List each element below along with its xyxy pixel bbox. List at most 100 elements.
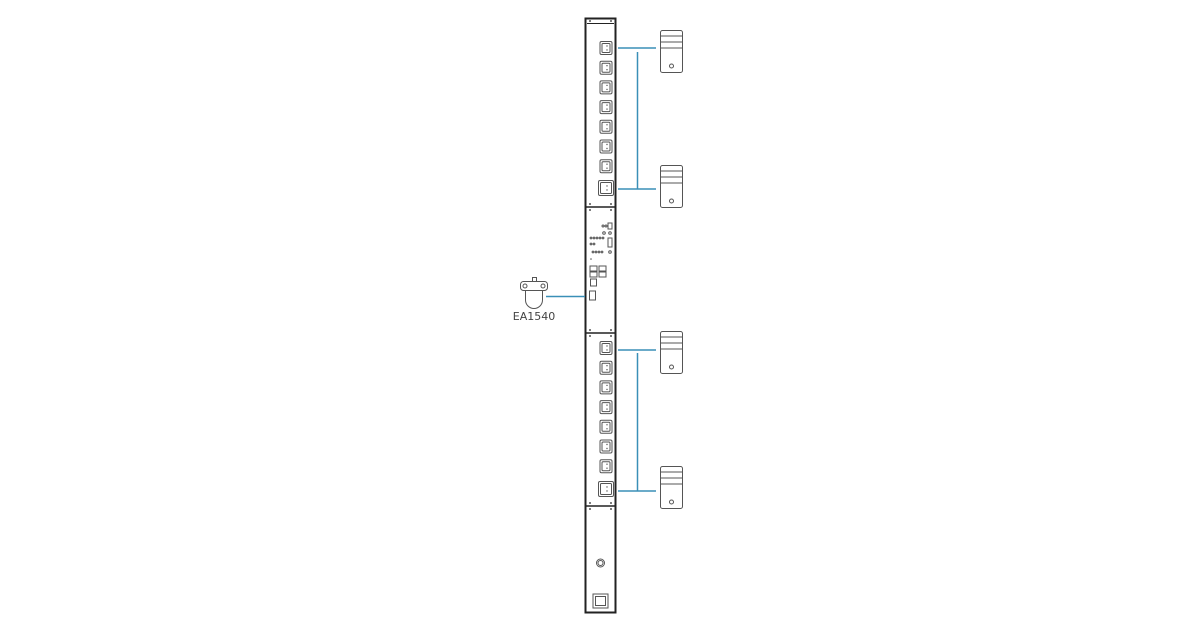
- outlet-frame: [599, 41, 613, 55]
- c13-outlet-icon: [599, 419, 613, 434]
- outlet-pin: [606, 124, 608, 126]
- screw-icon: [589, 508, 591, 510]
- c13-outlet-icon: [599, 41, 613, 55]
- screw-icon: [589, 203, 591, 205]
- outlet-frame: [599, 159, 613, 174]
- c13-outlet-icon: [599, 380, 613, 395]
- c13-outlet-icon: [599, 341, 613, 355]
- power-button-icon: [669, 198, 674, 204]
- power-button-icon: [669, 63, 674, 69]
- outlet-socket: [601, 441, 611, 452]
- screw-icon: [610, 203, 612, 205]
- led-icon: [595, 236, 599, 240]
- server-icon: [660, 331, 683, 374]
- outlet-pin: [606, 49, 608, 51]
- led-icon: [601, 236, 605, 240]
- outlet-pin: [606, 490, 608, 492]
- outlet-frame: [599, 100, 613, 115]
- screw-icon: [610, 209, 612, 211]
- pdu-unit: [584, 17, 617, 614]
- c13-outlet-icon: [599, 119, 613, 134]
- outlet-socket: [601, 343, 611, 353]
- power-inlet-icon: [592, 593, 609, 609]
- outlet-socket: [601, 362, 611, 373]
- outlet-pin: [606, 128, 608, 130]
- outlet-pin: [606, 163, 608, 165]
- server-case: [660, 165, 683, 208]
- screw-icon: [610, 335, 612, 337]
- outlet-pin: [606, 447, 608, 450]
- c13-outlet-icon: [599, 80, 613, 95]
- outlet-pin: [606, 424, 608, 426]
- outlet-socket: [601, 102, 611, 113]
- outlet-pin: [606, 384, 608, 387]
- breaker-inner: [597, 560, 604, 566]
- led-icon: [600, 250, 604, 254]
- c13-outlet-icon: [599, 360, 613, 375]
- ethernet-port-icon: [589, 271, 598, 278]
- ethernet-port-icon: [598, 265, 607, 272]
- outlet-pin: [606, 369, 608, 371]
- outlet-socket: [601, 121, 611, 132]
- outlet-frame: [599, 341, 613, 355]
- outlet-pin: [606, 388, 608, 391]
- button-icon: [608, 250, 612, 254]
- screw-icon: [589, 20, 591, 22]
- outlet-socket: [601, 402, 611, 413]
- outlet-pin: [606, 167, 608, 169]
- sensor-port-icon: [589, 290, 596, 301]
- screw-icon: [610, 502, 612, 504]
- outlet-frame: [599, 459, 613, 474]
- outlet-pin: [606, 104, 608, 106]
- outlet-socket: [601, 161, 611, 172]
- outlet-frame: [598, 481, 614, 497]
- c13-outlet-icon: [599, 139, 613, 154]
- outlet-pin: [606, 443, 608, 446]
- outlet-frame: [599, 80, 613, 95]
- screw-icon: [589, 502, 591, 504]
- c19-outlet-icon: [598, 481, 614, 497]
- outlet-frame: [599, 380, 613, 395]
- outlet-socket: [601, 382, 611, 393]
- led-icon: [597, 250, 601, 254]
- outlet-frame: [599, 119, 613, 134]
- screw-icon: [589, 329, 591, 331]
- outlet-pin: [606, 45, 608, 47]
- control-panel: [589, 222, 613, 301]
- server-icon: [660, 466, 683, 509]
- outlet-socket: [600, 182, 612, 194]
- server-case: [660, 466, 683, 509]
- outlet-frame: [599, 400, 613, 415]
- outlet-pin: [606, 65, 608, 67]
- outlet-pin: [606, 349, 608, 351]
- sensor-connector: [532, 277, 537, 282]
- outlet-socket: [600, 483, 612, 495]
- outlet-frame: [599, 419, 613, 434]
- outlet-socket: [601, 141, 611, 152]
- c19-outlet-icon: [598, 180, 614, 196]
- outlet-pin: [606, 108, 608, 110]
- outlet-frame: [598, 180, 614, 196]
- screw-icon: [610, 508, 612, 510]
- pdu-frame: [584, 17, 617, 614]
- outlet-pin: [606, 408, 608, 410]
- ethernet-port-icon: [598, 271, 607, 278]
- outlet-pin: [606, 185, 608, 187]
- c13-outlet-icon: [599, 439, 613, 454]
- led-icon: [598, 236, 602, 240]
- outlet-socket: [601, 421, 611, 432]
- screw-icon: [610, 329, 612, 331]
- ethernet-port-icon: [589, 265, 598, 272]
- outlet-pin: [606, 365, 608, 367]
- led-icon: [592, 242, 596, 246]
- outlet-pin: [606, 345, 608, 347]
- outlet-pin: [606, 147, 608, 150]
- ea1540-sensor-icon: [520, 277, 548, 309]
- outlet-frame: [599, 60, 613, 75]
- c13-outlet-icon: [599, 459, 613, 474]
- usb-port-icon: [590, 278, 597, 287]
- led-icon: [590, 258, 592, 260]
- c13-outlet-icon: [599, 60, 613, 75]
- sensor-screw: [540, 283, 546, 289]
